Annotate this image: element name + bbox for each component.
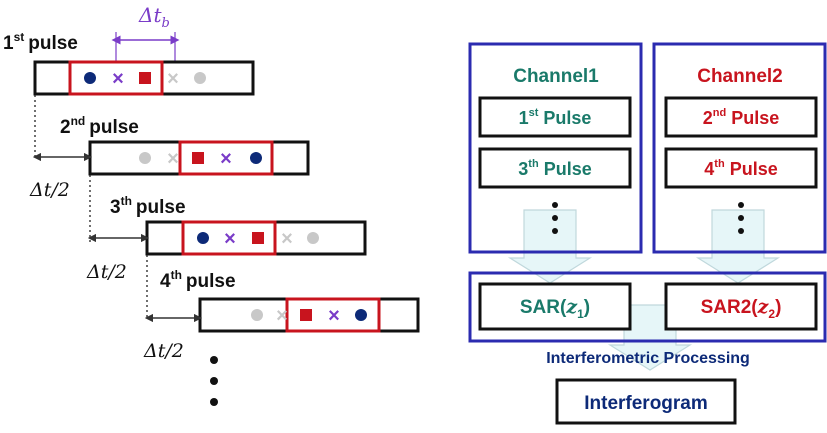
channel1-pulse-1-label: 1st Pulse: [519, 107, 592, 128]
channel2-pulse-4-box: [664, 147, 818, 189]
sar1-label: SAR(z1): [520, 296, 590, 321]
circle-marker: [250, 152, 262, 164]
interferogram-label: Interferogram: [584, 393, 708, 414]
sar2-label: SAR2(z2): [701, 296, 782, 321]
square-marker: [139, 72, 151, 84]
channel2-ellipsis: [738, 202, 744, 234]
channel1-down-arrow: [507, 209, 593, 284]
continuation-dots-left: [210, 356, 218, 406]
channel1-pulse-1-box: [478, 96, 632, 138]
pulse-4-window: [285, 297, 381, 333]
pulse-1-bar: × ×: [33, 60, 255, 96]
cross-marker: ×: [224, 228, 236, 250]
channel2-pulse-4-label: 4th Pulse: [704, 158, 777, 179]
pulse-3-window: [181, 220, 277, 256]
cross-marker: ×: [220, 148, 232, 170]
channel2-down-arrow: [695, 209, 781, 284]
delta-tb-annotation: Δtb: [111, 3, 180, 62]
sar-panel: SAR(z1) SAR2(z2): [468, 271, 827, 343]
channel1-pulse-3-label: 3th Pulse: [518, 158, 591, 179]
cross-marker: ×: [328, 305, 340, 327]
channel1-pulse-3-box: [478, 147, 632, 189]
pulse-2-window: [178, 140, 274, 176]
interval-label-2: Δt/2: [86, 261, 127, 283]
pulse-1-window: [68, 60, 164, 96]
pulse-4-bar: × ×: [198, 297, 420, 333]
interval-label-1: Δt/2: [29, 179, 70, 201]
half-interval-arrows: Δt/2 Δt/2 Δt/2: [29, 152, 203, 362]
channel2-panel: Channel2 2nd Pulse 4th Pulse: [652, 42, 827, 254]
sar2-box: [664, 282, 818, 331]
circle-marker-faded: [251, 309, 263, 321]
channel1-panel: Channel1 1st Pulse 3th Pulse: [468, 42, 643, 254]
pulse-2-bar: × ×: [88, 140, 310, 176]
cross-marker-faded: ×: [167, 68, 179, 90]
interval-label-3: Δt/2: [143, 340, 184, 362]
channel2-pulse-2-box: [664, 96, 818, 138]
channel1-title: Channel1: [513, 66, 599, 87]
circle-marker-faded: [194, 72, 206, 84]
cross-marker-faded: ×: [167, 148, 179, 170]
circle-marker-faded: [307, 232, 319, 244]
delta-tb-label: Δtb: [138, 3, 170, 31]
start-guides: [34, 95, 148, 320]
processing-label: Interferometric Processing: [546, 350, 750, 367]
flow-arrows: [507, 209, 781, 371]
cross-marker-faded: ×: [281, 228, 293, 250]
square-marker: [252, 232, 264, 244]
sar1-box: [478, 282, 632, 331]
cross-marker: ×: [112, 68, 124, 90]
processing-flow: Channel1 1st Pulse 3th Pulse Channel2 2n…: [468, 42, 827, 425]
circle-marker: [84, 72, 96, 84]
pulse-3-bar: × ×: [145, 220, 367, 256]
channel1-ellipsis: [552, 202, 558, 234]
channel2-title: Channel2: [697, 66, 783, 87]
interferogram-box: [555, 378, 737, 425]
square-marker: [192, 152, 204, 164]
circle-marker: [197, 232, 209, 244]
channel2-pulse-2-label: 2nd Pulse: [703, 107, 780, 128]
circle-marker: [355, 309, 367, 321]
cross-marker-faded: ×: [276, 305, 288, 327]
circle-marker-faded: [139, 152, 151, 164]
square-marker: [300, 309, 312, 321]
